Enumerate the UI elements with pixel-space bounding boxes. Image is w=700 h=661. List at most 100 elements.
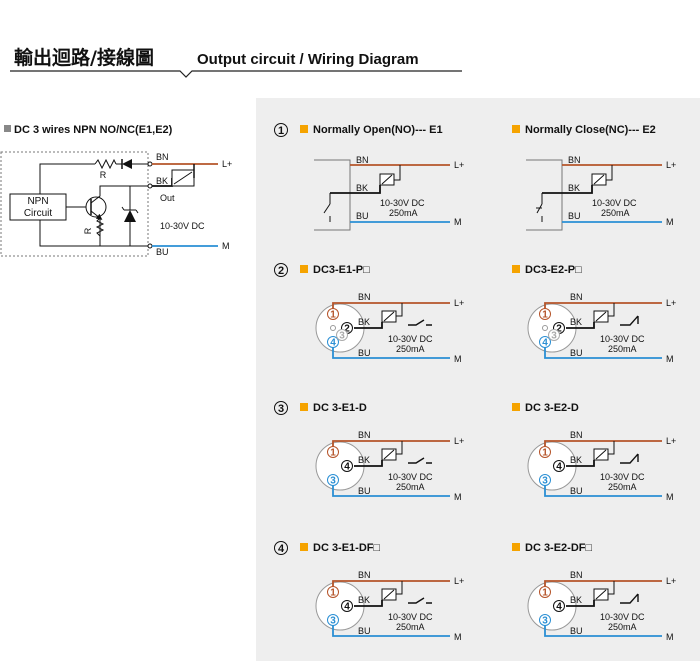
voltage-label: 10-30V DC	[388, 334, 433, 344]
lplus-label: L+	[454, 436, 464, 446]
npn-supply-label: 10-30V DC	[160, 221, 205, 231]
lplus-label: L+	[666, 160, 676, 170]
section-number: 3	[278, 403, 284, 415]
lplus-label: L+	[666, 576, 676, 586]
pin-bk-label: 4	[556, 462, 562, 473]
current-label: 250mA	[389, 208, 418, 218]
section-title-left: DC 3-E1-DF□	[313, 542, 381, 554]
sensor-boundary	[0, 151, 149, 257]
m-label: M	[666, 632, 674, 642]
bn-label: BN	[570, 430, 583, 440]
section-title-right: DC 3-E2-DF□	[525, 542, 593, 554]
section-title-right: Normally Close(NC)--- E2	[525, 124, 656, 136]
bn-label: BN	[570, 292, 583, 302]
orange-square-icon	[512, 403, 520, 411]
header-title-en: Output circuit / Wiring Diagram	[197, 51, 419, 68]
resistor-icon	[94, 158, 117, 170]
lplus-label: L+	[666, 298, 676, 308]
bk-label: BK	[570, 595, 582, 605]
m-label: M	[454, 632, 462, 642]
lplus-label: L+	[666, 436, 676, 446]
bk-label: BK	[570, 455, 582, 465]
voltage-label: 10-30V DC	[388, 612, 433, 622]
lplus-label: L+	[454, 160, 464, 170]
panel-background	[256, 98, 700, 661]
voltage-label: 10-30V DC	[600, 472, 645, 482]
bu-label: BU	[358, 486, 371, 496]
lplus-label: L+	[454, 298, 464, 308]
pin1-label: 1	[542, 448, 548, 459]
pin3-label: 3	[339, 331, 345, 342]
section-number-circle	[274, 263, 288, 277]
bu-label: BU	[356, 211, 369, 221]
bk-label: BK	[358, 595, 370, 605]
npn-bk-label: BK	[156, 176, 168, 186]
m-label: M	[454, 354, 462, 364]
diode-icon	[122, 159, 132, 169]
npn-block-label-1: NPN	[27, 196, 48, 207]
pin-bk-label: 4	[344, 602, 350, 613]
bn-label: BN	[356, 155, 369, 165]
section-number: 2	[278, 265, 284, 277]
lplus-label: L+	[454, 576, 464, 586]
bu-label: BU	[358, 348, 371, 358]
npn-block-label-2: Circuit	[24, 208, 53, 219]
zener-icon	[124, 210, 136, 222]
bn-label: BN	[358, 292, 371, 302]
m-label: M	[666, 354, 674, 364]
current-label: 250mA	[396, 344, 425, 354]
bk-label: BK	[358, 455, 370, 465]
section-title-left: DC3-E1-P□	[313, 264, 370, 276]
m-label: M	[666, 217, 674, 227]
pin1-label: 1	[330, 310, 336, 321]
pin-bu-label: 4	[542, 338, 548, 349]
nc-switch-icon	[620, 315, 639, 326]
section-number: 1	[278, 125, 284, 137]
pin-bu-label: 3	[330, 476, 336, 487]
section-number-circle	[274, 541, 288, 555]
orange-square-icon	[300, 125, 308, 133]
voltage-label: 10-30V DC	[592, 198, 637, 208]
orange-square-icon	[300, 543, 308, 551]
pin1-label: 1	[330, 448, 336, 459]
pin1-label: 1	[542, 310, 548, 321]
pin-bu-label: 3	[542, 476, 548, 487]
current-label: 250mA	[608, 344, 637, 354]
pin1-label: 1	[542, 588, 548, 599]
npn-out-label: Out	[160, 193, 175, 203]
svg-text:R: R	[83, 227, 93, 234]
section-title-right: DC3-E2-P□	[525, 264, 582, 276]
npn-section-title: DC 3 wires NPN NO/NC(E1,E2)	[14, 124, 173, 136]
npn-bn-label: BN	[156, 152, 169, 162]
nc-switch-icon	[620, 453, 639, 464]
bu-label: BU	[358, 626, 371, 636]
current-label: 250mA	[396, 622, 425, 632]
orange-square-icon	[300, 403, 308, 411]
bn-label: BN	[570, 570, 583, 580]
bk-label: BK	[570, 317, 582, 327]
header-title-cn: 輸出迴路/接線圖	[14, 46, 154, 69]
orange-square-icon	[512, 543, 520, 551]
current-label: 250mA	[396, 482, 425, 492]
bu-label: BU	[568, 211, 581, 221]
no-switch-icon	[408, 319, 432, 326]
voltage-label: 10-30V DC	[600, 612, 645, 622]
pin1-label: 1	[330, 588, 336, 599]
bk-label: BK	[356, 183, 368, 193]
pin-bk-label: 2	[344, 324, 350, 335]
bk-label: BK	[568, 183, 580, 193]
npn-circuit-section: DC 3 wires NPN NO/NC(E1,E2) NPN Circuit …	[0, 124, 232, 257]
npn-bu-label: BU	[156, 247, 169, 257]
current-label: 250mA	[601, 208, 630, 218]
